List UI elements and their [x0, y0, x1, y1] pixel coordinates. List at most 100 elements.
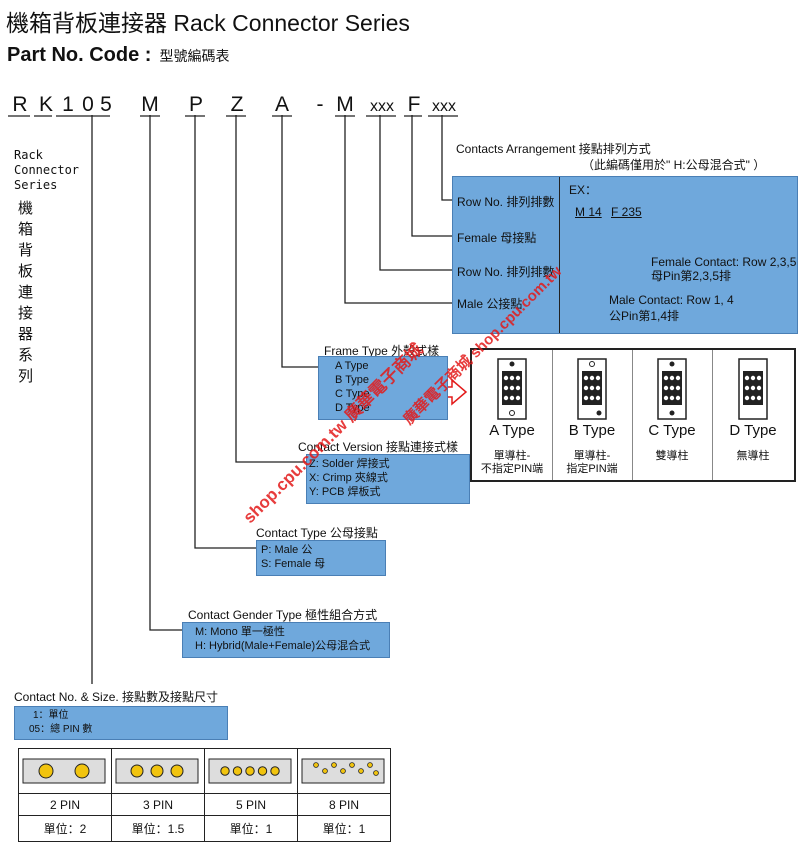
contact-version-item: X: Crimp 夾線式 — [309, 472, 388, 484]
page-subtitle: Part No. Code : 型號編碼表 — [7, 44, 229, 67]
contact-type-box: P: Male 公 S: Female 母 — [256, 540, 386, 576]
contact-type-item: S: Female 母 — [261, 558, 326, 570]
frame-name: B Type — [568, 422, 616, 439]
frame-icon — [497, 358, 527, 420]
frame-b-icon — [577, 358, 607, 425]
subtitle-en: Part No. Code : — [7, 44, 152, 66]
frame-cell-b: B Type 單導柱- 指定PIN端 — [552, 350, 633, 480]
code-char: M — [336, 93, 354, 116]
frame-type-item: C Type — [335, 388, 370, 400]
pin-cell — [204, 748, 298, 794]
frame-name: A Type — [489, 422, 535, 439]
pin-unit: 單位：1.5 — [111, 815, 205, 842]
code-char: xxx — [432, 98, 456, 115]
rack-connector-series-zh: 機箱背板連接器系列 — [18, 200, 34, 385]
frame-type-title: Frame Type 外殼式樣 — [324, 344, 440, 358]
code-char: P — [188, 93, 203, 116]
arrangement-box: Row No. 排列排數 Female 母接點 Row No. 排列排數 Mal… — [452, 176, 798, 334]
arrangement-item: Male 公接點 — [457, 297, 523, 311]
code-char: R — [12, 93, 28, 116]
line-contact-version — [235, 115, 306, 463]
frame-d-icon — [738, 358, 768, 425]
contact-version-box: Z: Solder 焊接式 X: Crimp 夾線式 Y: PCB 焊板式 — [306, 454, 470, 504]
ex-female-contact: Female Contact: Row 2,3,5 — [651, 255, 797, 269]
frame-cell-d: D Type 無導柱 — [712, 350, 794, 480]
frame-icon — [738, 358, 768, 420]
contact-version-item: Z: Solder 焊接式 — [309, 458, 390, 470]
code-char: xxx — [370, 98, 394, 115]
frame-icon — [577, 358, 607, 420]
frame-cell-c: C Type 雙導柱 — [632, 350, 713, 480]
pin-dot — [74, 763, 90, 779]
ex-label: EX： — [569, 183, 598, 197]
pin-dot — [358, 768, 364, 774]
line-female — [411, 115, 452, 237]
contacts-arrangement-note: （此編碼僅用於" H:公母混合式" ） — [582, 158, 766, 172]
frame-note: 無導柱 — [736, 450, 770, 462]
pin-cell — [297, 748, 391, 794]
pin-dot — [170, 764, 184, 778]
line-gender — [149, 115, 182, 631]
code-char: 5 — [100, 93, 112, 116]
contact-version-item: Y: PCB 焊板式 — [309, 486, 381, 498]
line-rowno-2 — [441, 115, 452, 201]
pin-dot — [349, 762, 355, 768]
pin-image-3 — [112, 749, 204, 793]
line-male — [344, 115, 452, 304]
subtitle-zh: 型號編碼表 — [159, 48, 230, 64]
ex-male-contact: Male Contact: Row 1, 4 — [609, 293, 734, 307]
pin-dot — [245, 766, 255, 776]
pin-dot — [232, 766, 243, 776]
code-char: K — [38, 93, 53, 116]
code-char: Z — [230, 93, 244, 116]
arrangement-item: Row No. 排列排數 — [457, 195, 555, 209]
contact-no-item: 05：總 PIN 數 — [29, 724, 93, 735]
pin-cell — [18, 748, 112, 794]
pin-dot — [150, 764, 164, 778]
contacts-arrangement-title: Contacts Arrangement 接點排列方式 — [456, 142, 651, 156]
frame-note: 單導柱- 指定PIN端 — [566, 450, 618, 475]
ex-f: F 235 — [611, 205, 642, 219]
code-char: A — [274, 93, 289, 116]
pin-image-row — [18, 748, 391, 794]
frame-type-item: A Type — [335, 360, 369, 372]
code-char: - — [316, 93, 324, 116]
arrangement-item: Female 母接點 — [457, 231, 537, 245]
frame-name: C Type — [648, 422, 696, 439]
line-frame-type — [281, 115, 318, 368]
arrangement-item: Row No. 排列排數 — [457, 265, 555, 279]
contact-no-title: Contact No. & Size. 接點數及接點尺寸 — [14, 690, 219, 704]
code-char: F — [407, 93, 421, 116]
frame-type-panel: A Type 單導柱- 不指定PIN端 B Type 單導柱- 指定PIN端 C… — [470, 348, 796, 482]
pin-dot — [367, 762, 373, 768]
ex-female-zh: 母Pin第2,3,5排 — [651, 269, 732, 283]
contact-no-item: 1：單位 — [33, 710, 69, 721]
frame-a-icon — [497, 358, 527, 425]
frame-type-item: B Type — [335, 374, 370, 386]
pin-image-2 — [19, 749, 111, 793]
contact-gender-item: M: Mono 單一極性 — [195, 626, 285, 638]
line-contact-type — [194, 115, 256, 549]
frame-type-item: D Type — [335, 402, 370, 414]
contact-gender-item: H: Hybrid(Male+Female)公母混合式 — [195, 640, 371, 652]
frame-note: 單導柱- 不指定PIN端 — [480, 450, 544, 475]
contact-version-title: Contact Version 接點連接式樣 — [298, 440, 459, 454]
pin-unit-row: 單位：2 單位：1.5 單位：1 單位：1 — [18, 815, 391, 842]
frame-name: D Type — [729, 422, 777, 439]
frame-icon — [657, 358, 687, 420]
pin-label: 5 PIN — [204, 793, 298, 816]
code-char: 0 — [82, 93, 94, 116]
contact-type-item: P: Male 公 — [261, 544, 313, 556]
pin-dot — [130, 764, 144, 778]
frame-note: 雙導柱 — [655, 450, 689, 462]
code-char: M — [141, 93, 159, 116]
contact-no-box: 1：單位 05：總 PIN 數 — [14, 706, 228, 740]
contact-type-title: Contact Type 公母接點 — [256, 526, 378, 540]
pin-unit: 單位：1 — [204, 815, 298, 842]
pin-dot — [270, 766, 280, 776]
pin-image-5 — [205, 749, 297, 793]
pin-dot — [220, 766, 230, 776]
ex-male-zh: 公Pin第1,4排 — [609, 309, 680, 323]
pin-dot — [313, 762, 319, 768]
